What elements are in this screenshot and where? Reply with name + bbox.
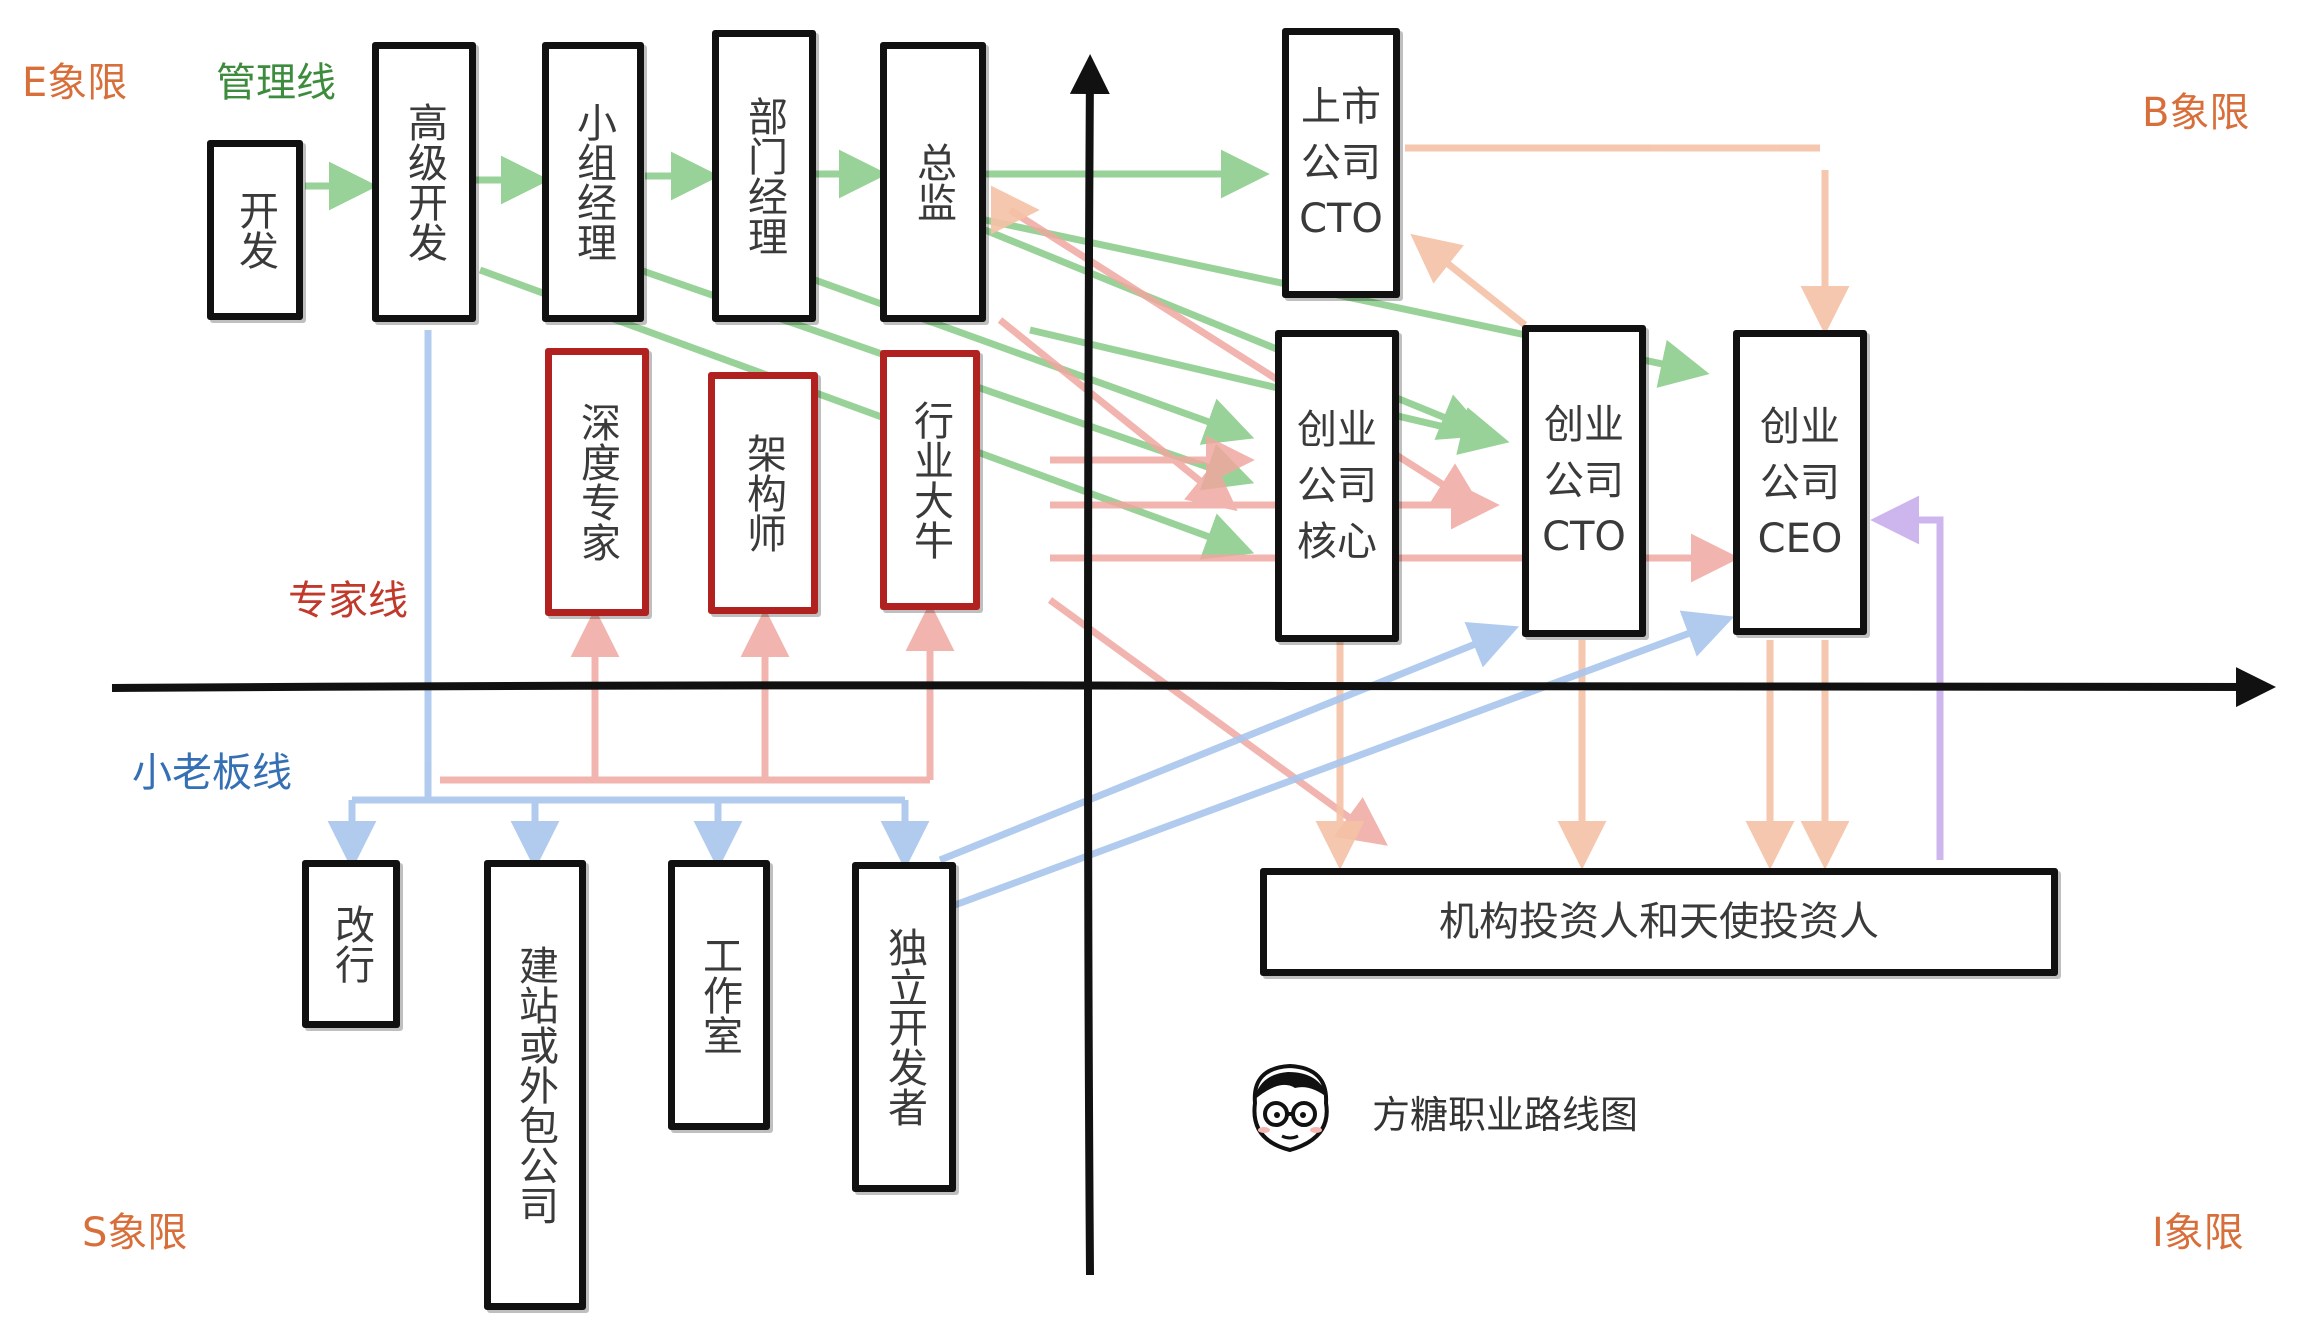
box-startup-ceo: 创业 公司 CEO (1733, 330, 1867, 635)
box-investors: 机构投资人和天使投资人 (1260, 868, 2058, 976)
box-label: 创业 公司 CTO (1542, 402, 1626, 560)
box-label: 上市 公司 CTO (1299, 84, 1383, 242)
expert-line-label: 专家线 (288, 578, 408, 624)
cartoon-face-icon (1252, 1063, 1329, 1153)
box-department-manager: 部门经理 (712, 30, 816, 322)
box-label: 部门经理 (741, 96, 787, 256)
box-label: 行业大牛 (907, 400, 953, 560)
axes (111, 54, 2276, 1276)
small-boss-line-label: 小老板线 (132, 750, 292, 796)
box-label: 深度专家 (574, 402, 620, 562)
box-studio: 工作室 (668, 860, 770, 1130)
box-label: 高级开发 (401, 102, 447, 262)
box-website-outsourcing: 建站或外包公司 (484, 860, 586, 1310)
investor-to-ceo-arrow (1870, 495, 1944, 860)
box-indie-developer: 独立开发者 (852, 862, 956, 1192)
box-label: 创业 公司 核心 (1297, 407, 1377, 565)
box-architect: 架构师 (708, 372, 818, 614)
box-label: 建站或外包公司 (512, 945, 558, 1225)
small-boss-arrows (327, 330, 1735, 909)
box-developer: 开发 (207, 140, 303, 320)
investor-arrows (990, 144, 1850, 870)
management-line-label: 管理线 (216, 60, 336, 106)
box-label: 独立开发者 (881, 927, 927, 1127)
box-label: 工作室 (696, 935, 742, 1055)
box-label: 改行 (328, 904, 374, 984)
box-label: 总监 (910, 142, 956, 222)
management-arrows (305, 149, 1710, 560)
box-startup-cto: 创业 公司 CTO (1522, 325, 1646, 637)
quadrant-b-label: B象限 (2142, 90, 2250, 136)
box-label: 小组经理 (570, 102, 616, 262)
box-startup-core: 创业 公司 核心 (1275, 330, 1399, 642)
quadrant-e-label: E象限 (22, 60, 128, 106)
brand-logo (1240, 1058, 1340, 1158)
quadrant-s-label: S象限 (82, 1210, 188, 1256)
box-label: 创业 公司 CEO (1757, 403, 1843, 562)
box-label: 开发 (232, 190, 278, 270)
box-team-manager: 小组经理 (542, 42, 644, 322)
box-change-career: 改行 (302, 860, 400, 1028)
box-listed-company-cto: 上市 公司 CTO (1282, 28, 1400, 298)
box-deep-expert: 深度专家 (545, 348, 649, 616)
brand-title: 方糖职业路线图 (1372, 1093, 1639, 1137)
investors-label: 机构投资人和天使投资人 (1439, 899, 1879, 945)
box-senior-developer: 高级开发 (372, 42, 476, 322)
quadrant-i-label: I象限 (2152, 1210, 2244, 1256)
box-industry-leader: 行业大牛 (880, 350, 980, 610)
box-label: 架构师 (740, 433, 786, 553)
box-director: 总监 (880, 42, 986, 322)
